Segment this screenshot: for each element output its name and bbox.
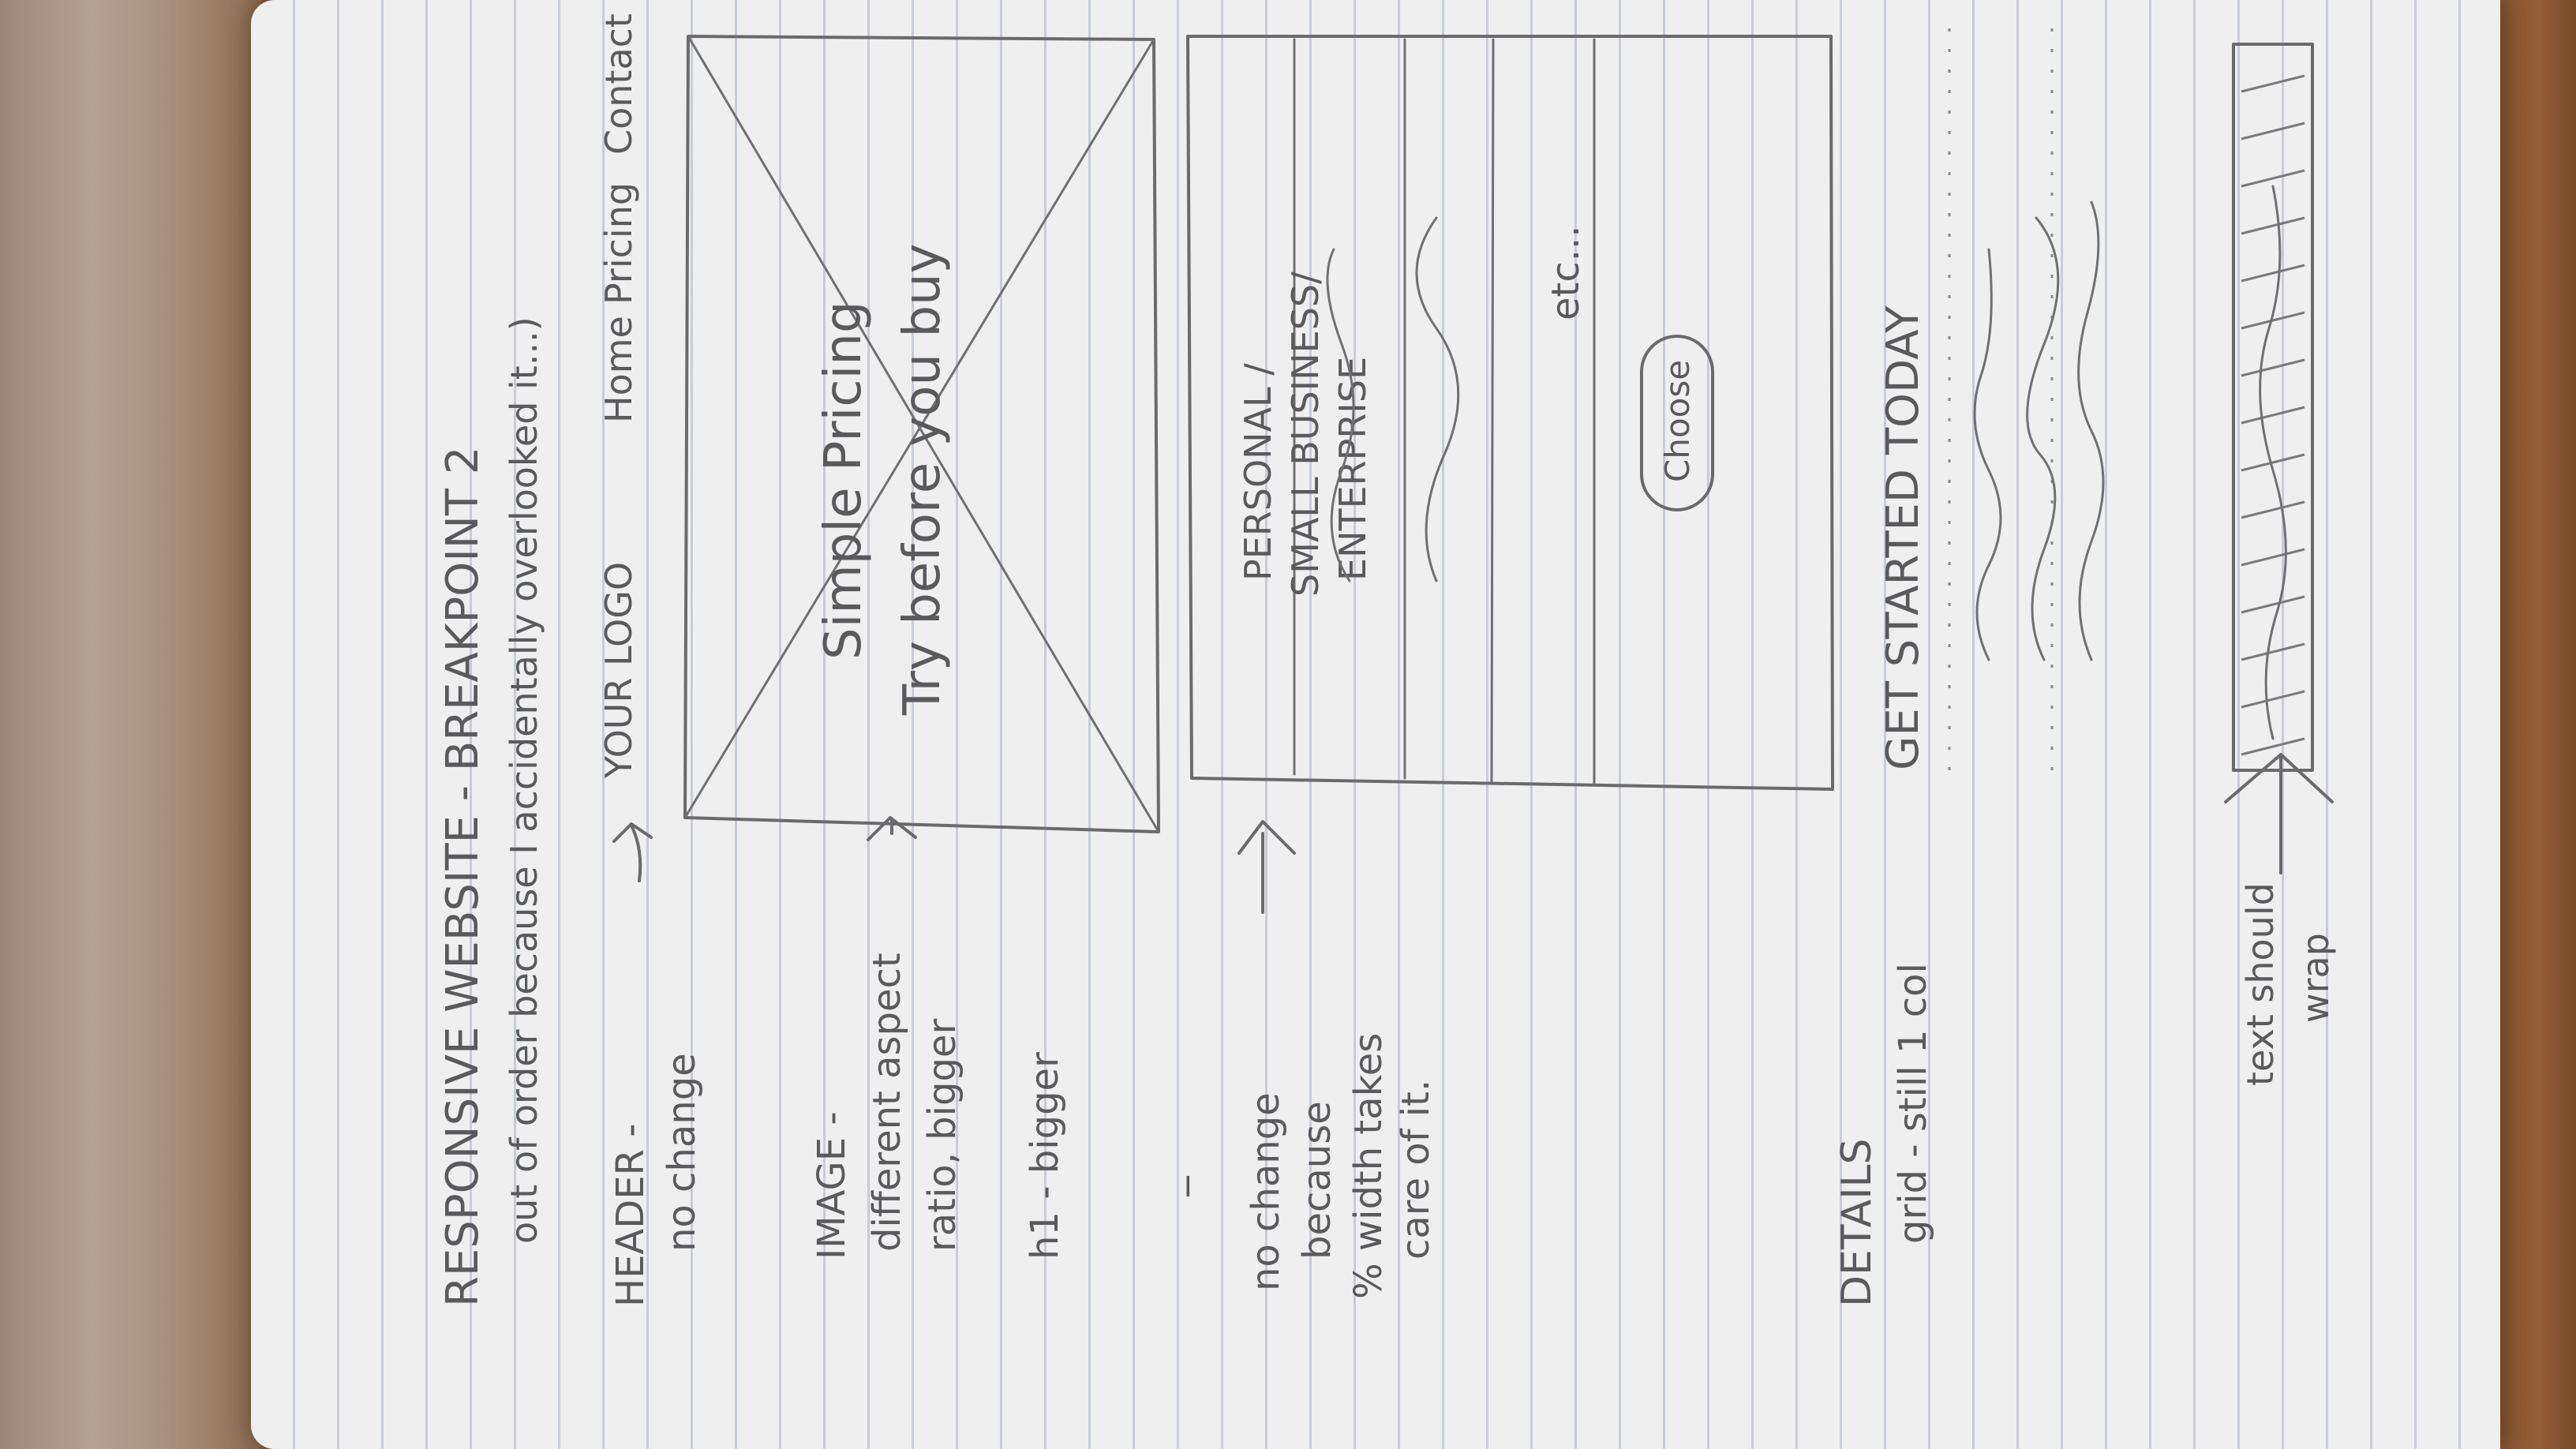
plans-etc: etc... bbox=[1544, 225, 1588, 320]
cta-heading: GET STARTED TODAY bbox=[1878, 305, 1929, 770]
wrap-strip-squiggle bbox=[2259, 185, 2287, 740]
wrap-strip-hatching bbox=[2241, 74, 2305, 756]
cta-squiggle-1 bbox=[1973, 248, 2002, 661]
h1-note: h1 - bigger bbox=[1023, 1052, 1067, 1260]
plan-squiggle-1 bbox=[1326, 248, 1355, 582]
hero-image-cross bbox=[683, 35, 1160, 833]
plans-arrow bbox=[1237, 820, 1296, 914]
details-note-title: DETAILS bbox=[1833, 1138, 1881, 1307]
plan-squiggle-2 bbox=[1415, 216, 1460, 582]
header-note-detail: no change bbox=[660, 1053, 704, 1252]
nochange-note-line3: % width takes bbox=[1346, 1033, 1391, 1299]
header-arrow bbox=[612, 822, 653, 882]
hero-heading: Simple Pricing bbox=[814, 301, 873, 660]
image-note-line2: ratio, bigger bbox=[920, 1019, 964, 1252]
plan-names-line1: PERSONAL / bbox=[1237, 363, 1279, 581]
nav-pricing[interactable]: Pricing bbox=[597, 182, 640, 305]
nochange-note-line4: care of it. bbox=[1394, 1080, 1438, 1260]
nochange-note-line2: because bbox=[1295, 1101, 1339, 1260]
choose-button-outline[interactable] bbox=[1640, 335, 1714, 511]
image-note-line1: different aspect bbox=[865, 953, 909, 1252]
hero-subheading: Try before you buy bbox=[893, 243, 952, 716]
plans-card bbox=[1186, 35, 1834, 791]
sketch-content: RESPONSIVE WEBSITE - BREAKPOINT 2 out of… bbox=[437, 13, 2337, 1307]
wrap-note-line1: text should bbox=[2239, 882, 2282, 1086]
image-note-title: IMAGE - bbox=[810, 1111, 854, 1260]
cta-squiggle-2 bbox=[2026, 216, 2060, 661]
nochange-note-line1: no change bbox=[1244, 1092, 1288, 1291]
plans-card-dividers bbox=[1293, 38, 1596, 786]
image-arrow bbox=[867, 816, 917, 841]
plan-names-line2: SMALL BUSINESS/ bbox=[1284, 271, 1327, 597]
sketch-subtitle: out of order because I accidentally over… bbox=[503, 316, 545, 1244]
cursor-glyph: I bbox=[1184, 1171, 1193, 1204]
wrap-strip bbox=[2232, 43, 2314, 772]
wrap-note-line2: wrap bbox=[2294, 933, 2337, 1023]
desk-surface-left bbox=[0, 0, 260, 1449]
header-note-title: HEADER - bbox=[608, 1124, 653, 1307]
notebook-page bbox=[251, 0, 2500, 1449]
wrap-arrow bbox=[2224, 753, 2334, 874]
sketch-title: RESPONSIVE WEBSITE - BREAKPOINT 2 bbox=[437, 447, 489, 1307]
logo-label: YOUR LOGO bbox=[597, 562, 640, 779]
nav-home[interactable]: Home bbox=[597, 316, 640, 423]
cta-guides bbox=[1948, 28, 2054, 770]
nav-contact[interactable]: Contact bbox=[597, 13, 640, 155]
cta-squiggle-3 bbox=[2077, 200, 2105, 661]
choose-button[interactable]: Choose bbox=[1658, 360, 1697, 482]
details-note-detail: grid - still 1 col bbox=[1891, 963, 1935, 1244]
